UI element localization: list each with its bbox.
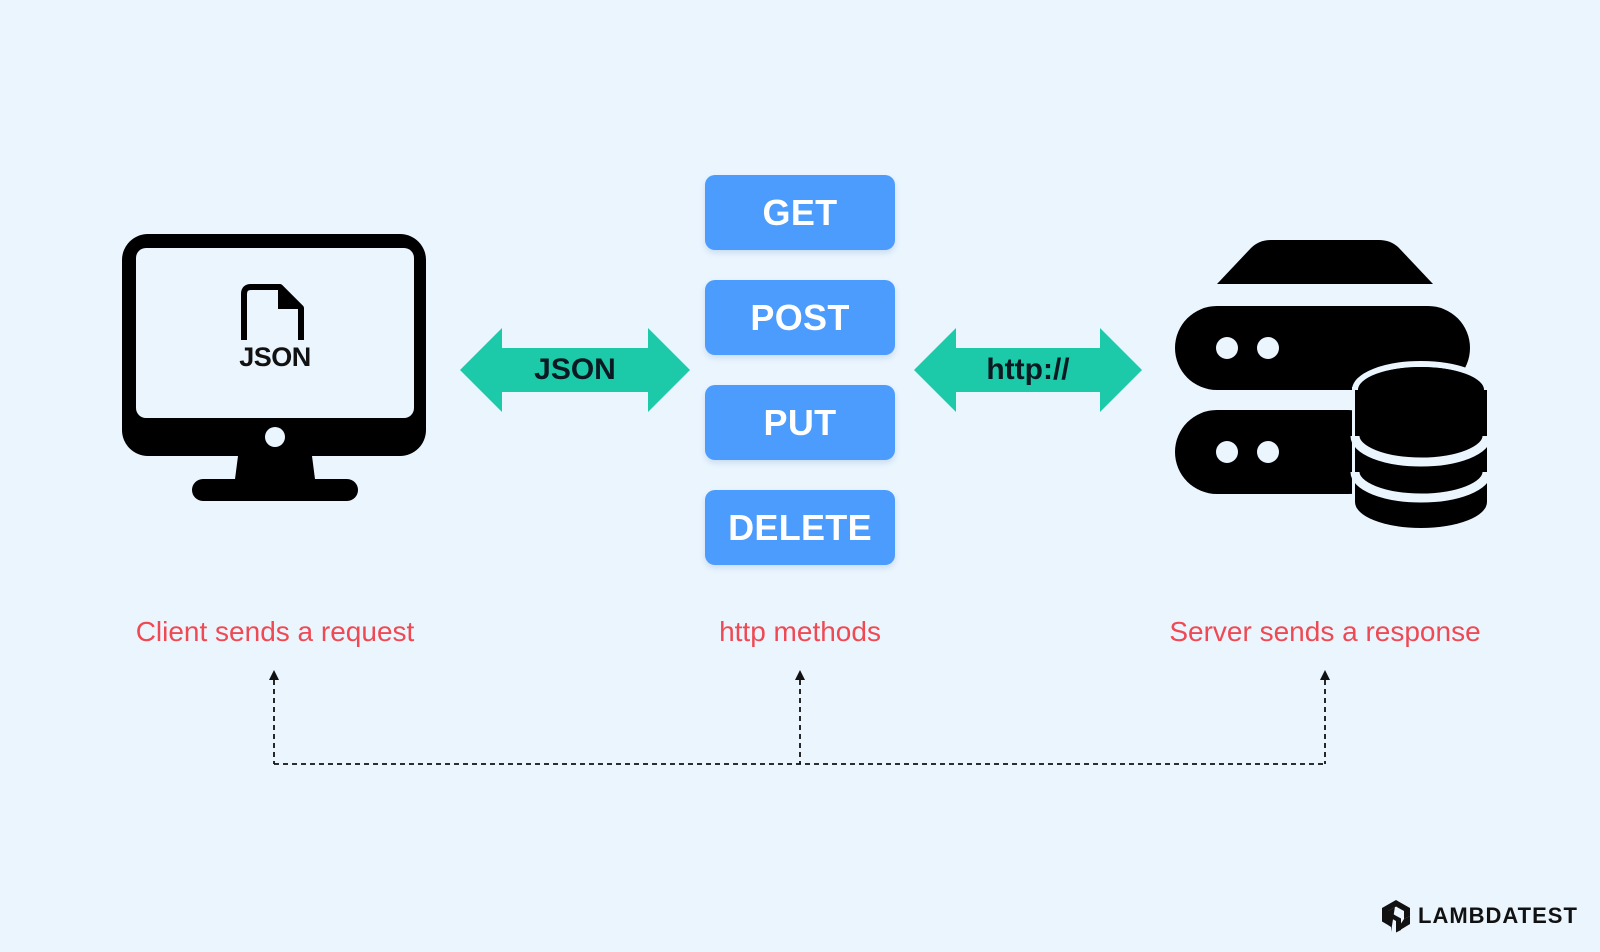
- lambdatest-logo-icon: [1382, 900, 1410, 933]
- brand-name: LAMBDATEST: [1418, 903, 1578, 928]
- monitor-json-label: JSON: [239, 342, 311, 372]
- post-method-button[interactable]: POST: [705, 280, 895, 355]
- put-method-button[interactable]: PUT: [705, 385, 895, 460]
- http-double-arrow: [914, 328, 1142, 412]
- get-method-button[interactable]: GET: [705, 175, 895, 250]
- arrowhead-up-icon: [795, 670, 805, 680]
- dashed-connector: [269, 670, 1330, 765]
- delete-method-button[interactable]: DELETE: [705, 490, 895, 565]
- json-arrow-label: JSON: [534, 353, 616, 386]
- server-caption: Server sends a response: [1169, 616, 1481, 647]
- methods-caption: http methods: [719, 616, 881, 647]
- client-caption: Client sends a request: [135, 616, 415, 647]
- arrowhead-up-icon: [269, 670, 279, 680]
- database-icon: [1350, 361, 1492, 531]
- http-arrow-label: http://: [986, 353, 1070, 386]
- arrowhead-up-icon: [1320, 670, 1330, 680]
- json-double-arrow: [460, 328, 690, 412]
- brand: LAMBDATEST: [1380, 898, 1578, 934]
- server-icon: [1175, 240, 1492, 531]
- monitor-icon: [122, 234, 426, 501]
- file-icon: [241, 284, 304, 340]
